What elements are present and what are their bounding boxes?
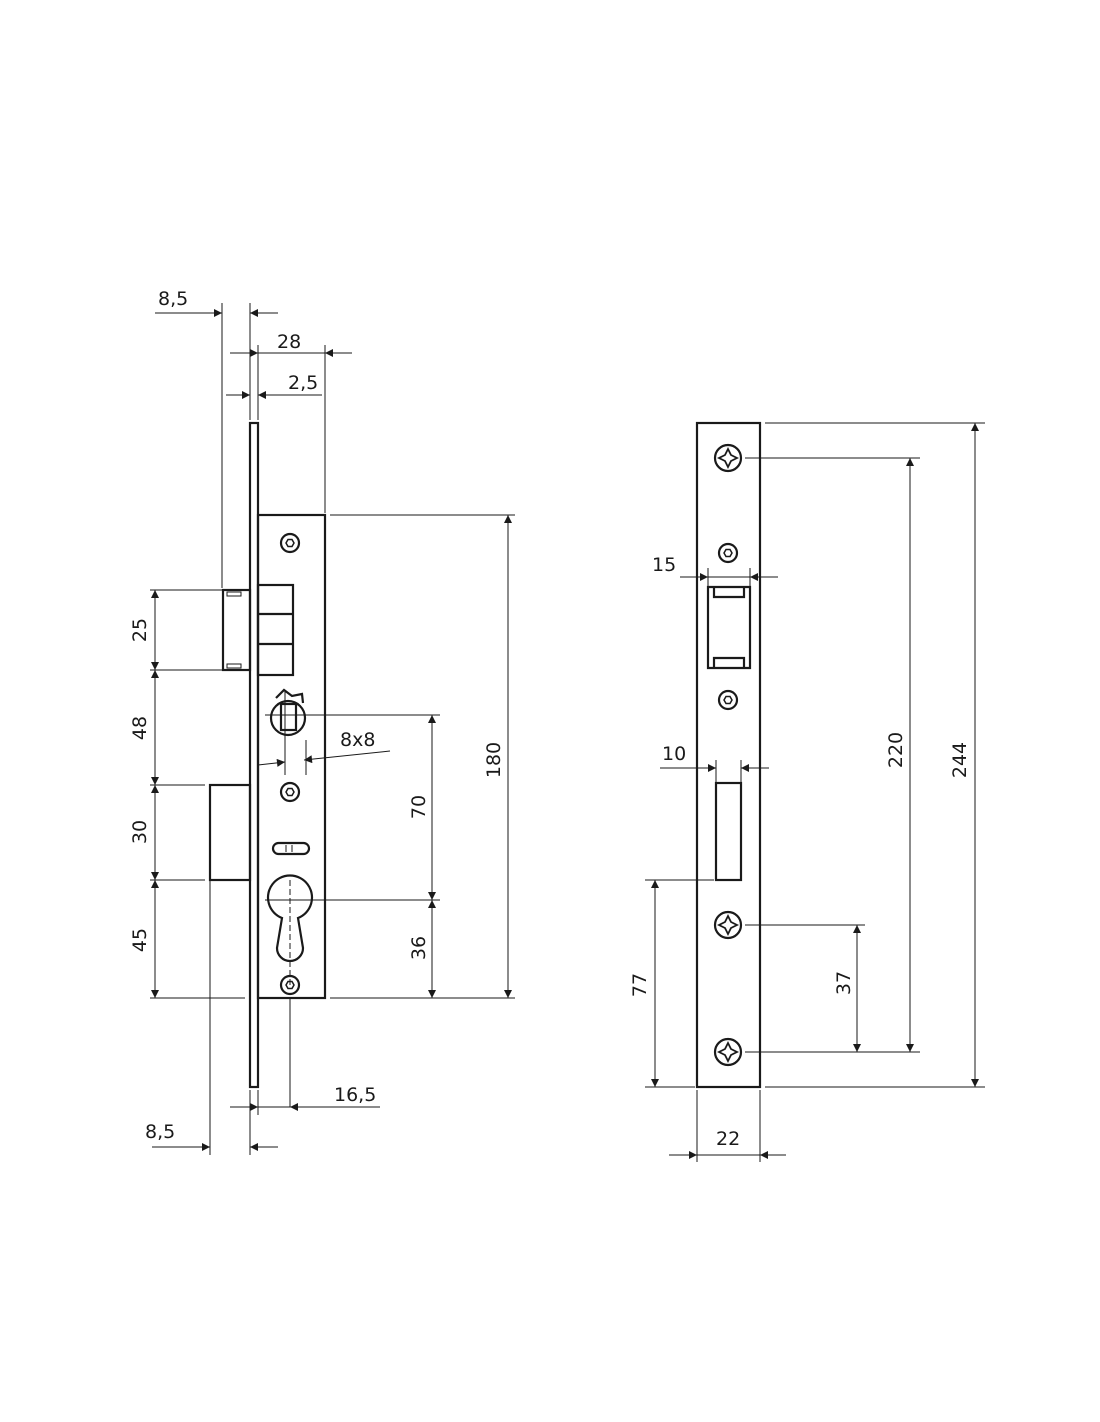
dim-latch-to-bolt: 48	[129, 716, 151, 740]
lock-case	[256, 513, 327, 1000]
star-screw-icon	[713, 1037, 743, 1067]
strike-dimensions: 15 10 220 244 37 77 22	[629, 422, 985, 1162]
dim-latch-opening: 15	[652, 554, 676, 576]
dim-case-depth: 28	[277, 331, 301, 353]
screw-icon	[279, 532, 301, 554]
dim-bolt-height: 30	[129, 820, 151, 844]
dim-spindle: 8x8	[340, 729, 375, 751]
latch-opening	[706, 585, 752, 670]
dim-faceplate-thickness: 2,5	[288, 372, 318, 394]
dim-bolt-opening: 10	[662, 743, 686, 765]
star-screw-icon	[713, 443, 743, 473]
latch-bolt	[221, 583, 295, 677]
dim-cylinder-offset: 16,5	[334, 1084, 376, 1106]
dim-bolt-to-bottom: 45	[129, 928, 151, 952]
mortice-lock	[208, 421, 327, 1107]
dim-latch-height: 25	[129, 618, 151, 642]
faceplate	[248, 421, 260, 1089]
dim-cylinder-to-bottom: 36	[408, 936, 430, 960]
deadbolt	[208, 783, 252, 882]
dim-lower-screws: 37	[833, 971, 855, 995]
dim-screw-span: 220	[885, 732, 907, 768]
follower	[269, 688, 307, 775]
indicator-slot	[271, 841, 311, 856]
dim-total-height: 244	[949, 742, 971, 778]
screw-icon	[717, 542, 739, 564]
strike-plate	[695, 421, 762, 1089]
screw-icon	[717, 689, 739, 711]
dim-bolt-projection: 8,5	[145, 1121, 175, 1143]
dim-follower-to-cylinder: 70	[408, 795, 430, 819]
dim-case-height: 180	[483, 742, 505, 778]
dim-bolt-to-bottom-strike: 77	[629, 973, 651, 997]
lock-dimensions: 8,5 28 2,5 180 70 36 25 48	[129, 288, 515, 1155]
dim-strike-width: 22	[716, 1128, 740, 1150]
euro-cylinder-cutout	[266, 874, 314, 963]
star-screw-icon	[713, 910, 743, 940]
bolt-opening	[714, 781, 743, 882]
screw-icon	[279, 781, 301, 803]
dim-backset-top: 8,5	[158, 288, 188, 310]
